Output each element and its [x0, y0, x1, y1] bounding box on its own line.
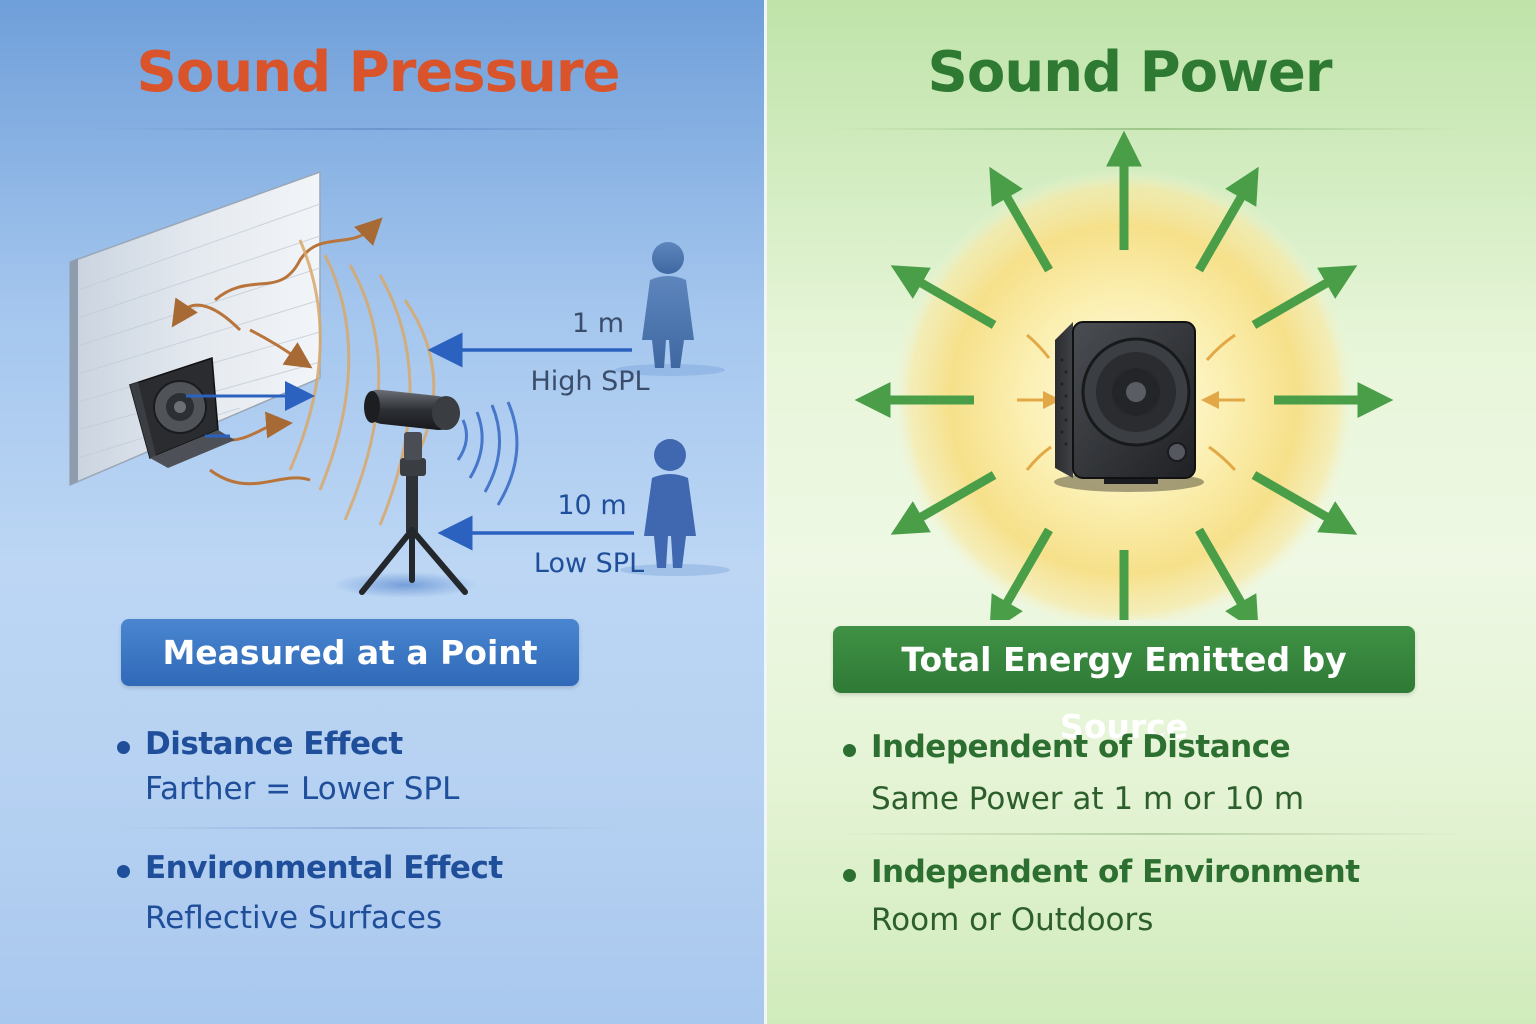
bullet-heading: Distance Effect [145, 726, 403, 762]
inward-accents [1017, 333, 1245, 472]
sound-pressure-illustration: 1 m High SPL 10 m Low SPL [69, 170, 730, 598]
radiating-arrow-icon [1251, 265, 1358, 329]
bullet-detail: Room or Outdoors [871, 902, 1154, 938]
bullet-dot [117, 865, 130, 878]
radiating-arrow-icon [890, 265, 997, 329]
bullet-detail: Farther = Lower SPL [145, 771, 460, 807]
near-distance-label: 1 m [572, 308, 624, 339]
bullet-detail: Reflective Surfaces [145, 900, 443, 936]
person-icon [620, 439, 730, 576]
bullet-heading: Environmental Effect [145, 850, 503, 886]
measured-at-point-badge: Measured at a Point [121, 619, 579, 686]
person-icon [615, 242, 725, 376]
panel-divider [764, 0, 767, 1024]
radiating-arrow-icon [1251, 471, 1358, 535]
bullet-dot [117, 741, 130, 754]
total-energy-badge: Total Energy Emitted by Source [833, 626, 1415, 746]
speaker-icon [129, 356, 235, 468]
sound-power-illustration [854, 130, 1394, 620]
bullet-dot [843, 869, 856, 882]
radiating-arrow-icon [989, 527, 1053, 620]
sound-pressure-panel: Sound Pressure [0, 0, 764, 1024]
title-underline [827, 128, 1467, 130]
near-level-label: High SPL [530, 366, 649, 397]
sound-power-panel: Sound Power [767, 0, 1536, 1024]
far-level-label: Low SPL [534, 548, 644, 579]
radiating-arrow-icon [989, 166, 1053, 273]
far-distance-label: 10 m [557, 490, 626, 521]
measurement-waves [456, 401, 519, 506]
bullet-heading: Independent of Distance [871, 729, 1291, 765]
bullet-detail: Same Power at 1 m or 10 m [871, 781, 1305, 817]
radiating-arrow-icon [1195, 527, 1259, 620]
radiating-arrows [854, 130, 1394, 620]
sound-pressure-title: Sound Pressure [136, 40, 621, 105]
reflection-arrows [171, 217, 383, 486]
speaker-icon [1054, 321, 1204, 492]
microphone-icon [364, 389, 460, 430]
tripod-icon [359, 432, 468, 595]
bullet-dot [843, 744, 856, 757]
radiating-arrow-icon [1195, 166, 1259, 273]
title-underline [90, 128, 670, 130]
radiating-arrow-icon [890, 471, 997, 535]
bullet-separator [837, 833, 1467, 835]
bullet-separator [115, 827, 625, 829]
bullet-heading: Independent of Environment [871, 854, 1360, 890]
sound-power-title: Sound Power [927, 40, 1333, 105]
